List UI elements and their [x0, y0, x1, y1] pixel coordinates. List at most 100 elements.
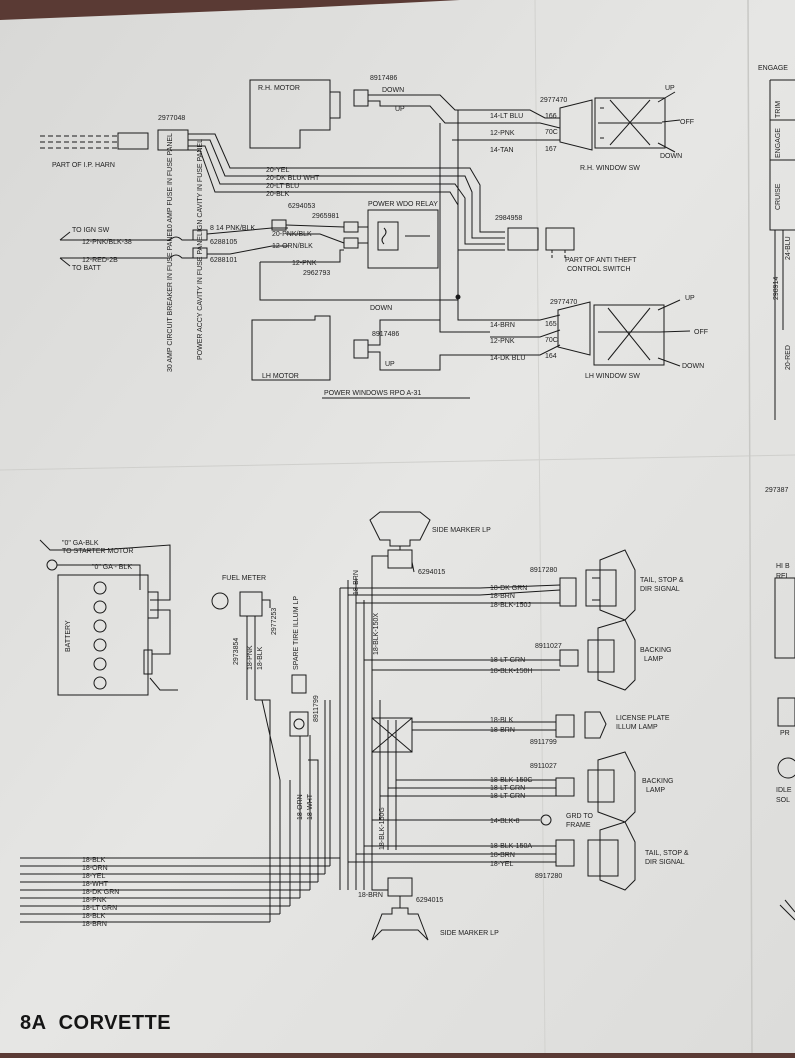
- vert-wire-brn: 18-BRN: [353, 570, 360, 595]
- lh-sw-down: DOWN: [682, 363, 704, 370]
- grd-wire: 14-BLK-8: [490, 818, 520, 825]
- part-6288101: 6288101: [210, 257, 237, 264]
- harness-wire-2: 18-ORN: [82, 865, 108, 872]
- ip-harness-connector: [117, 132, 149, 150]
- vlabel-power-accy: POWER ACCY CAVITY IN FUSE PANEL: [197, 232, 204, 360]
- idle-label: IDLE: [776, 787, 792, 794]
- rh-sw-down: DOWN: [660, 153, 682, 160]
- page-number: 8A: [20, 1012, 47, 1034]
- down-label-rh: DOWN: [382, 87, 404, 94]
- part-8911799-a: 8911799: [313, 695, 320, 722]
- fuse-wire-4: 12-PNK: [292, 260, 317, 267]
- part-2984958: 2984958: [495, 215, 522, 222]
- tail-lower-wire-2: 18-BRN: [490, 852, 515, 859]
- rh-sw-wire-1: 14-LT BLU: [490, 113, 523, 120]
- side-marker-bottom-wire: 18-BRN: [358, 892, 383, 899]
- wire-24-blu: 24-BLU: [785, 236, 792, 260]
- part-6294053: 6294053: [288, 203, 315, 210]
- part-2977048: 2977048: [158, 115, 185, 122]
- wire-20-red: 20-RED: [785, 345, 792, 370]
- tail-upper-label-1: TAIL, STOP &: [640, 577, 684, 584]
- wire-20-blk: 20-BLK: [266, 191, 290, 198]
- lh-motor-shape: [251, 315, 331, 381]
- backing-upper-wire-2: 18-BLK-150H: [490, 668, 532, 675]
- anti-theft-label-1: PART OF ANTI THEFT: [565, 257, 637, 264]
- ip-harness-label: PART OF I.P. HARN: [52, 162, 115, 169]
- tail-upper-wire-1: 18-DK GRN: [490, 585, 527, 592]
- power-windows-caption: POWER WINDOWS RPO A-31: [324, 390, 421, 397]
- anti-theft-connector-b: [545, 227, 575, 251]
- engage-vlabel: ENGAGE: [775, 128, 782, 158]
- license-wire-1: 18-BLK: [490, 717, 514, 724]
- part-2977253: 2977253: [271, 608, 278, 635]
- license-wire-2: 18-BRN: [490, 727, 515, 734]
- rh-motor-shape: [249, 79, 331, 149]
- license-label-2: ILLUM LAMP: [616, 724, 658, 731]
- rh-sw-wire-2: 12-PNK: [490, 130, 515, 137]
- wire-20-lt-blu: 20-LT BLU: [266, 183, 299, 190]
- harness-wire-3: 18-YEL: [82, 873, 105, 880]
- cruise-label: CRUISE: [775, 183, 782, 210]
- lighting-labels: "0" GA-BLK TO STARTER MOTOR "0" GA - BLK…: [62, 527, 689, 937]
- lh-sw-circ-1: 165: [545, 321, 557, 328]
- part-6288105: 6288105: [210, 239, 237, 246]
- down-label-lh: DOWN: [370, 305, 392, 312]
- harness-wire-9: 18-BRN: [82, 921, 107, 928]
- grd-label-1: GRD TO: [566, 813, 594, 820]
- rh-motor-connector: [353, 89, 369, 107]
- tail-upper-wire-3: 18-BLK-150J: [490, 602, 531, 609]
- part-8917280-upper: 8917280: [530, 567, 557, 574]
- spare-tire-label: SPARE TIRE ILLUM LP: [293, 596, 300, 670]
- license-label-1: LICENSE PLATE: [616, 715, 670, 722]
- ign-wire-2: 12-RED-2B: [82, 257, 118, 264]
- part-8911799-b: 8911799: [530, 739, 557, 746]
- part-2977470-rh: 2977470: [540, 97, 567, 104]
- battery-label: BATTERY: [65, 620, 72, 652]
- side-marker-bottom-label: SIDE MARKER LP: [440, 930, 499, 937]
- backing-upper-wire-1: 18-LT GRN: [490, 657, 525, 664]
- rh-motor-label: R.H. MOTOR: [258, 85, 300, 92]
- lh-window-switch-body: [593, 304, 665, 366]
- lh-motor-connector: [353, 339, 369, 359]
- backing-upper-label-1: BACKING: [640, 647, 672, 654]
- rh-sw-wire-3: 14-TAN: [490, 147, 514, 154]
- part-8917486-top: 8917486: [370, 75, 397, 82]
- page-model: CORVETTE: [58, 1012, 172, 1034]
- tail-upper-label-2: DIR SIGNAL: [640, 586, 680, 593]
- part-8911027-lower: 8911027: [530, 763, 557, 770]
- harness-wire-4: 18-WHT: [82, 881, 109, 888]
- part-6294015-top: 6294015: [418, 569, 445, 576]
- rh-sw-circ-3: 167: [545, 146, 557, 153]
- vlabel-ign-cavity: IGN CAVITY IN FUSE PANEL: [197, 139, 204, 232]
- backing-upper-label-2: LAMP: [644, 656, 663, 663]
- lh-motor-label: LH MOTOR: [262, 373, 299, 380]
- lh-sw-circ-2: 70C: [545, 337, 558, 344]
- harness-wire-8: 18-BLK: [82, 913, 106, 920]
- harness-wire-5: 18-DK GRN: [82, 889, 119, 896]
- fuse-wire-1: 8 14 PNK/BLK: [210, 225, 255, 232]
- part-297387: 297387: [765, 487, 788, 494]
- lh-sw-off: OFF: [694, 329, 708, 336]
- relay-partial-label: REL: [776, 573, 790, 580]
- right-partial-labels: ENGAGE TRIM ENGAGE CRUISE 24-BLU 20-RED …: [758, 65, 792, 804]
- part-6294015-bottom: 6294015: [416, 897, 443, 904]
- tail-lower-wire-1: 18-BLK-150A: [490, 843, 532, 850]
- fuel-wire-blk: 18-BLK: [257, 646, 264, 670]
- anti-theft-label-2: CONTROL SWITCH: [567, 266, 631, 273]
- part-298914: 298914: [773, 277, 780, 300]
- grd-label-2: FRAME: [566, 822, 591, 829]
- fuse-wire-3: 12-ORN/BLK: [272, 243, 313, 250]
- sol-label: SOL: [776, 797, 790, 804]
- lh-sw-up: UP: [685, 295, 695, 302]
- tail-lower-wire-3: 18-YEL: [490, 861, 513, 868]
- rh-switch-label: R.H. WINDOW SW: [580, 165, 640, 172]
- fuel-meter-label: FUEL METER: [222, 575, 266, 582]
- up-label-lh: UP: [385, 361, 395, 368]
- part-2965981: 2965981: [312, 213, 339, 220]
- up-label-rh: UP: [395, 106, 405, 113]
- hi-beam-label: HI B: [776, 563, 790, 570]
- rh-sw-up: UP: [665, 85, 675, 92]
- to-ign-label: TO IGN SW: [72, 227, 110, 234]
- lh-sw-circ-3: 164: [545, 353, 557, 360]
